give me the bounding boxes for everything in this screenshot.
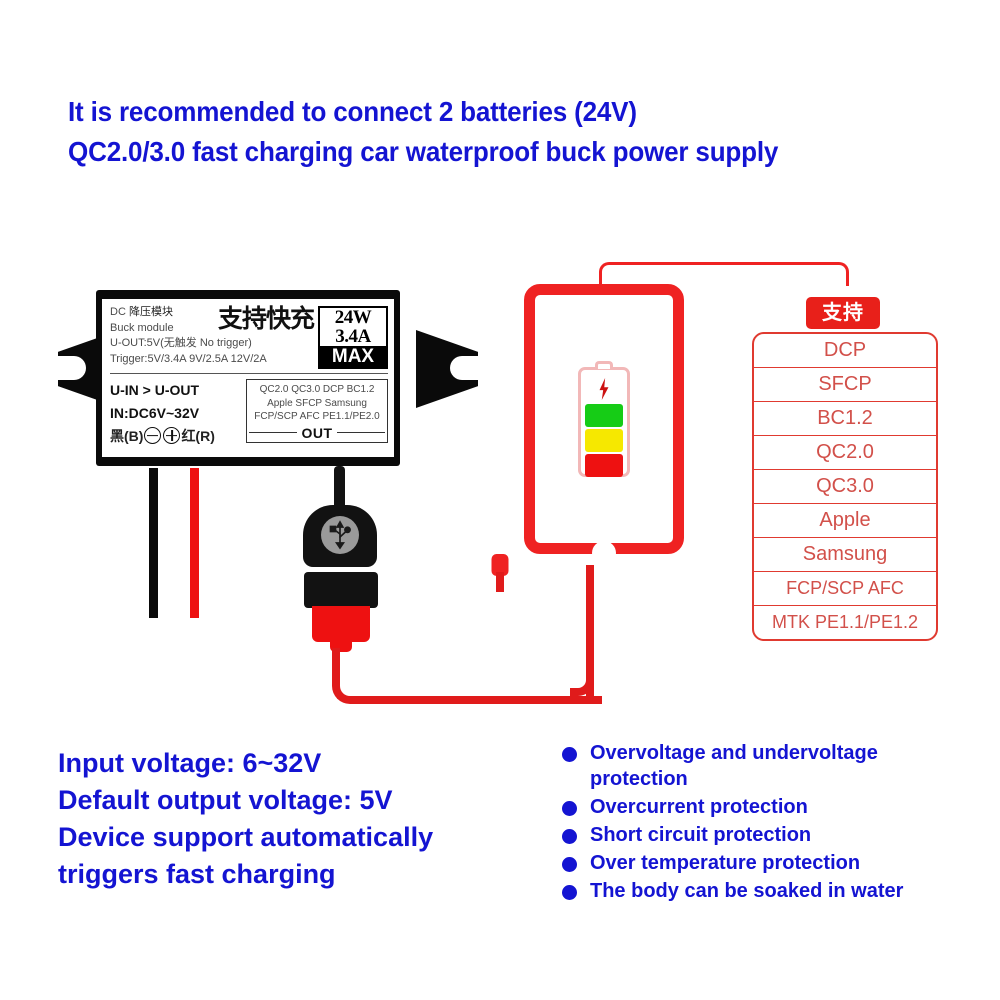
label-divider <box>110 373 388 374</box>
bullet-icon <box>562 857 577 872</box>
polarity-row: 黑(B) 红(R) <box>110 425 250 448</box>
charging-cable-riser <box>586 565 594 696</box>
list-item: Samsung <box>754 538 936 572</box>
bullet-icon <box>562 747 577 762</box>
out-label: OUT <box>301 424 333 441</box>
list-item: DCP <box>754 334 936 368</box>
output-protocol-box: QC2.0 QC3.0 DCP BC1.2 Apple SFCP Samsung… <box>246 379 388 443</box>
plus-icon <box>163 427 181 444</box>
module-buck-label-en: Buck module <box>110 321 174 334</box>
list-item: Over temperature protection <box>560 850 960 876</box>
headline: It is recommended to connect 2 batteries… <box>68 92 905 172</box>
battery-segment-yellow <box>585 429 623 452</box>
specs-block: Input voltage: 6~32V Default output volt… <box>58 745 548 893</box>
list-item: QC3.0 <box>754 470 936 504</box>
list-item: FCP/SCP AFC <box>754 572 936 606</box>
mounting-flange-right <box>416 330 478 408</box>
list-item: MTK PE1.1/PE1.2 <box>771 612 919 632</box>
input-range: IN:DC6V~32V <box>110 405 200 421</box>
usb-logo-icon <box>321 516 359 554</box>
list-item: Overvoltage and undervoltage protection <box>560 740 960 792</box>
headline-line-2: QC2.0/3.0 fast charging car waterproof b… <box>68 136 779 167</box>
list-item: Overcurrent protection <box>560 794 960 820</box>
headline-line-1: It is recommended to connect 2 batteries… <box>68 96 637 127</box>
module-label-bottom: U-IN > U-OUT IN:DC6V~32V 黑(B) 红(R) QC2.0 … <box>110 379 388 455</box>
spec-output-voltage: Default output voltage: 5V <box>58 785 393 815</box>
out-protocols-line-1: QC2.0 QC3.0 DCP BC1.2 <box>259 384 375 395</box>
power-rating-badge: 24W 3.4A MAX <box>318 306 388 369</box>
bullet-icon <box>562 829 577 844</box>
list-item: Short circuit protection <box>560 822 960 848</box>
mounting-slot-left <box>58 356 86 380</box>
bullet-icon <box>562 885 577 900</box>
phone-speaker <box>582 288 626 293</box>
usb-cable-stem <box>334 466 345 518</box>
usb-plug-head <box>303 505 377 567</box>
spec-input-voltage: Input voltage: 6~32V <box>58 748 322 778</box>
list-item: The body can be soaked in water <box>560 878 960 904</box>
module-label-face: DC 降压模块 Buck module U-OUT:5V(无触发 No trig… <box>102 299 394 457</box>
usb-plug-body-red <box>312 606 370 642</box>
input-wire-black <box>149 468 158 618</box>
charging-cable-lower <box>332 648 602 704</box>
rating-watt: 24W <box>334 307 372 328</box>
module-housing: DC 降压模块 Buck module U-OUT:5V(无触发 No trig… <box>96 290 400 466</box>
bullet-icon <box>562 801 577 816</box>
rating-max: MAX <box>320 346 386 367</box>
polarity-black-label: 黑(B) <box>110 428 144 444</box>
out-label-row: OUT <box>249 425 385 441</box>
rating-amp: 3.4A <box>335 326 371 347</box>
supported-protocols-tab: 支持 <box>806 297 880 329</box>
lightning-bolt-icon <box>599 378 609 400</box>
out-rule-right <box>336 431 385 434</box>
signal-link-line <box>599 262 849 286</box>
module-uout-label: U-OUT:5V(无触发 No trigger) <box>110 337 252 349</box>
module-trigger-label: Trigger:5V/3.4A 9V/2.5A 12V/2A <box>110 352 267 365</box>
input-wire-red <box>190 468 199 618</box>
module-label-top: DC 降压模块 Buck module U-OUT:5V(无触发 No trig… <box>110 305 388 371</box>
battery-cap <box>595 361 613 369</box>
phone-port-cable <box>496 572 504 592</box>
phone-home-button <box>592 541 616 565</box>
in-out-rule: U-IN > U-OUT <box>110 382 200 398</box>
battery-icon <box>578 361 630 477</box>
battery-segment-green <box>585 404 623 427</box>
list-item: SFCP <box>754 368 936 402</box>
phone-charging-port <box>491 554 509 576</box>
out-protocols-line-2: Apple SFCP Samsung <box>267 397 367 409</box>
buck-converter-module: DC 降压模块 Buck module U-OUT:5V(无触发 No trig… <box>58 282 478 532</box>
usb-plug-collar <box>304 572 378 608</box>
feature-label: The body can be soaked in water <box>590 880 904 902</box>
list-item: QC2.0 <box>754 436 936 470</box>
list-item: BC1.2 <box>754 402 936 436</box>
features-list: Overvoltage and undervoltage protection … <box>560 740 960 906</box>
feature-label: Over temperature protection <box>590 852 861 874</box>
battery-segment-red <box>585 454 623 477</box>
mounting-slot-right <box>450 356 478 380</box>
list-item: Apple <box>754 504 936 538</box>
feature-label: Short circuit protection <box>590 824 812 846</box>
module-input-spec: U-IN > U-OUT IN:DC6V~32V 黑(B) 红(R) <box>110 379 250 448</box>
out-rule-left <box>249 431 298 434</box>
charging-cable-corner <box>570 676 594 696</box>
polarity-red-label: 红(R) <box>181 428 215 444</box>
module-buck-label-cn: 降压模块 <box>128 306 173 318</box>
out-protocols-line-3: FCP/SCP AFC PE1.1/PE2.0 <box>254 411 380 422</box>
phone-camera-icon <box>571 289 576 294</box>
module-dc-label: DC <box>110 306 126 318</box>
fast-charge-badge-cn: 支持快充 <box>218 305 315 333</box>
spec-auto-trigger-line-2: triggers fast charging <box>58 859 336 889</box>
spec-auto-trigger-line-1: Device support automatically <box>58 822 434 852</box>
minus-icon <box>144 427 162 444</box>
feature-label: Overvoltage and undervoltage protection <box>590 742 878 790</box>
smartphone <box>524 284 684 565</box>
module-spec-text: DC 降压模块 Buck module U-OUT:5V(无触发 No trig… <box>110 305 306 367</box>
supported-protocols-list: DCP SFCP BC1.2 QC2.0 QC3.0 Apple Samsung… <box>752 332 938 641</box>
feature-label: Overcurrent protection <box>590 796 808 818</box>
